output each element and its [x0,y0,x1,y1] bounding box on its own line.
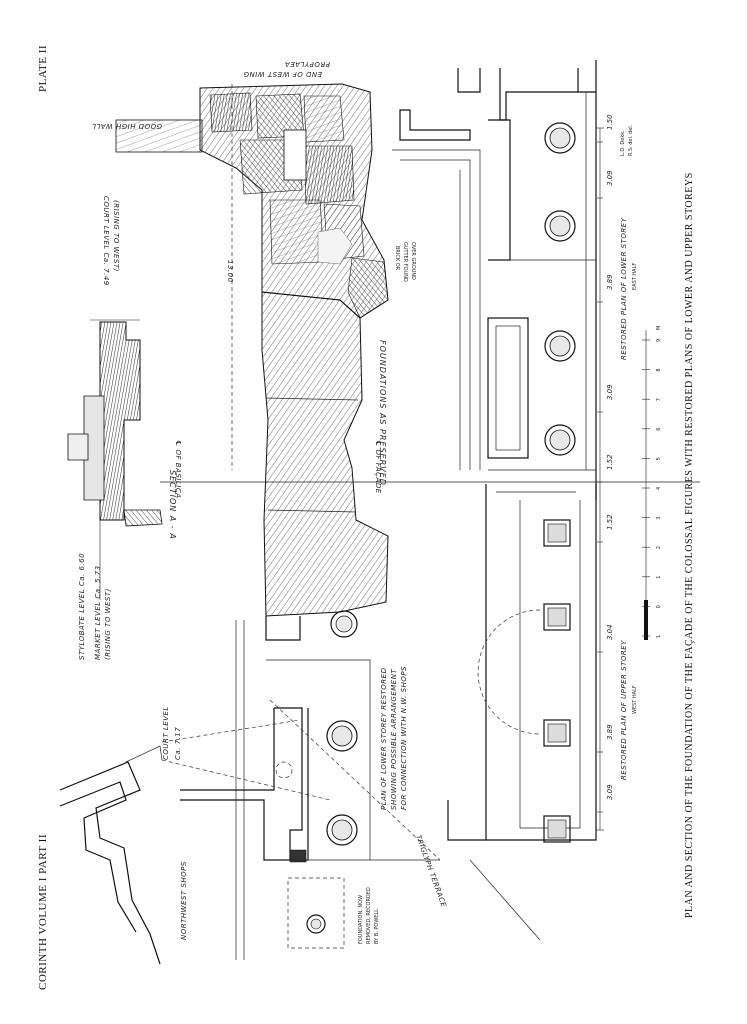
axis-basilica-label: ℄ OF BASILICA [174,440,182,499]
court-level-east-note: (RISING TO WEST) [112,200,120,272]
dimension-value: 3.09 [606,784,614,800]
lower-storey-label-3: FOR CONNECTION WITH N.W. SHOPS [400,666,408,810]
lower-storey-east-plan [392,60,597,500]
credit-2: R.S. del. del. [628,124,634,156]
good-high-wall-label: GOOD HIGH WALL [92,122,162,130]
foundations-label: FOUNDATIONS AS PRESERVED [378,340,387,486]
dimension-values: 3.09 3.89 3.04 1.52 1.52 3.09 3.89 3.09 1.50 [597,114,614,813]
triglyph-terrace-label: TRIGLYPH TERRACE [414,834,448,909]
foundation-mass [115,83,389,617]
scale-tick-label: 2 [656,546,662,549]
brick-gutter-1: BRICK OR [394,246,400,271]
brick-gutter-3: OVER GROUND [410,242,416,280]
column-east-3 [544,330,576,362]
dimension-value: 1.50 [606,114,614,130]
end-west-wing-label: END OF WEST WING [243,70,322,78]
dimension-value: 3.09 [606,170,614,186]
scale-tick-label: 7 [656,398,662,401]
restored-upper-west-title: RESTORED PLAN OF UPPER STOREY [620,640,628,780]
foundation-removed-2: REMOVED, RECORDED [366,887,372,944]
restored-lower-east-half: EAST HALF [632,263,638,290]
northwest-shops [59,745,163,965]
scale-tick-label: 1 [656,576,662,579]
running-head: CORINTH VOLUME I PART II [37,834,49,990]
scale-bar [644,330,648,640]
lower-storey-label-2: SHOWING POSSIBLE ARRANGEMENT [390,669,398,810]
dimension-value: 3.09 [606,384,614,400]
scale-tick-label: 9 [656,339,662,342]
scale-tick-label: 1 [656,635,662,638]
scale-tick-label: 4 [656,487,662,490]
foundation-removed-3: BY B. POWELL [374,909,380,944]
column-west-1 [330,610,358,638]
court-level-west-value: Ca. 7.17 [174,727,182,760]
court-level-west: COURT LEVEL [162,706,170,760]
restored-lower-east-title: RESTORED PLAN OF LOWER STOREY [620,217,628,360]
dimension-value: 3.04 [606,624,614,640]
credit-1: L.D. Dekk. [620,130,626,156]
dimension-value: 3.89 [606,274,614,290]
column-east-2 [544,210,576,242]
northwest-shops-label: NORTHWEST SHOPS [180,861,188,940]
axis-facade-label: ℄ OF FAÇADE [374,440,382,494]
plate-caption: PLAN AND SECTION OF THE FOUNDATION OF TH… [684,172,695,918]
scale-tick-label: 3 [656,516,662,519]
scale-tick-label: 8 [656,368,662,371]
plate-label: PLATE II [37,45,49,92]
lower-storey-label-1: PLAN OF LOWER STOREY RESTORED [380,667,388,810]
restored-upper-west-half: WEST HALF [632,685,638,714]
dimension-value: 3.89 [606,724,614,740]
section-label: SECTION A - A [168,470,177,540]
column-east-4 [544,424,576,456]
column-east-1 [544,122,576,154]
propylaea-label: PROPYLAEA [285,60,331,68]
court-level-east: COURT LEVEL Ca. 7.49 [102,196,110,286]
scale-tick-label: 5 [656,457,662,460]
dim-13: 13.00 [226,260,234,283]
dimension-value: 1.52 [606,514,614,530]
scale-tick-label: 0 [656,605,662,608]
market-level-note: (RISING TO WEST) [104,588,112,660]
column-west-2 [326,720,358,752]
scale-unit: M [656,326,662,330]
section-a-a [67,319,163,600]
removed-foundation [287,877,345,949]
scale-tick-label: 6 [656,428,662,431]
upper-storey-west-plan [447,484,597,941]
stylobate-level: STYLOBATE LEVEL Ca. 6.60 [78,553,86,660]
column-west-3 [326,814,358,846]
scale-ticks: 1 0 1 2 3 4 5 6 7 8 9 M [642,326,662,638]
brick-gutter-2: GUTTER FOUND [402,242,408,282]
dimension-value: 1.52 [606,454,614,470]
dimension-line [596,127,604,831]
market-level: MARKET LEVEL Ca. 5.73 [94,565,102,660]
foundation-removed-1: FOUNDATION, NOW [358,895,364,944]
lower-storey-west-plan [161,610,441,960]
